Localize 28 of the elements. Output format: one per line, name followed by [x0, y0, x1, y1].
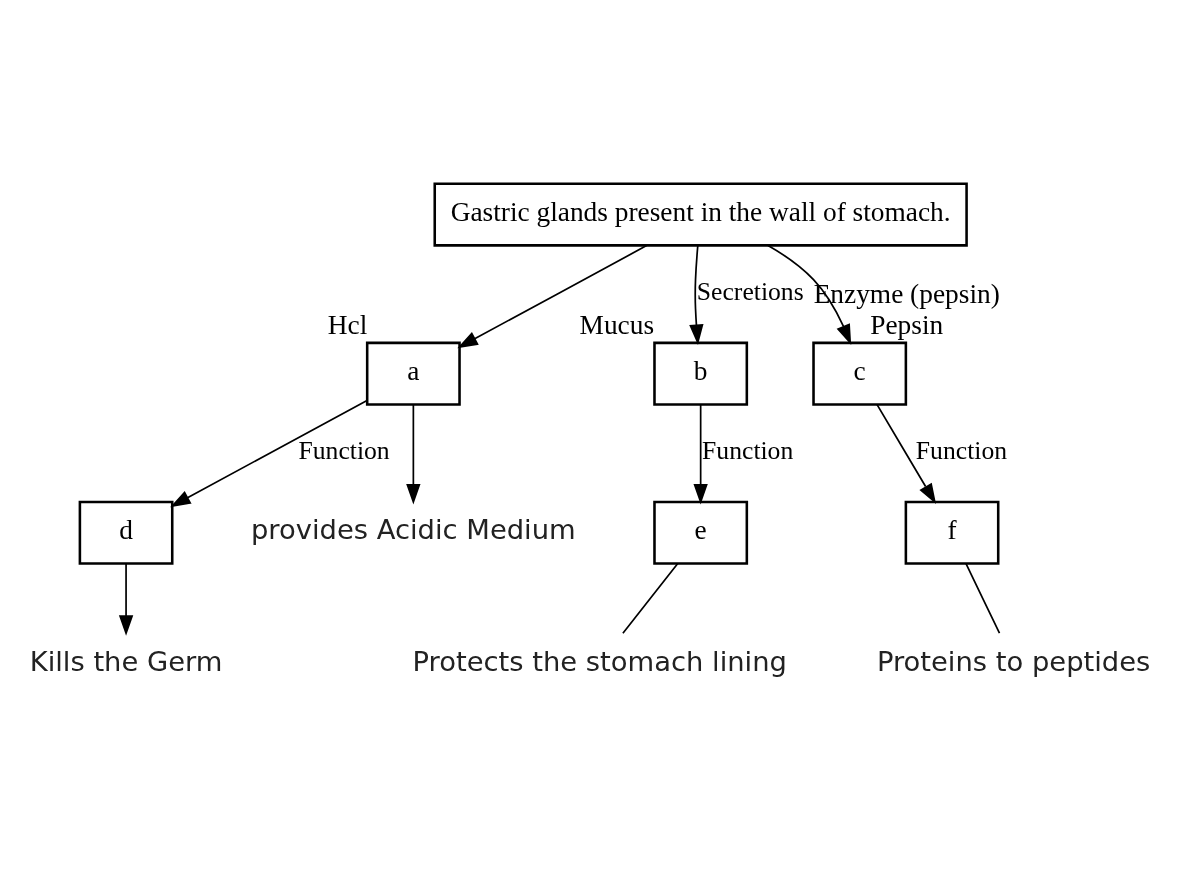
edge-label: Function [915, 435, 1008, 465]
node-text: Kills the Germ [29, 645, 223, 677]
arrow [767, 244, 852, 345]
connector [965, 562, 1001, 634]
node-box: f [904, 500, 1000, 565]
node-label: Mucus [579, 309, 655, 340]
connector [622, 562, 679, 634]
node-box: c [812, 341, 908, 406]
node-text: Proteins to peptides [876, 645, 1151, 677]
edge-label: Function [298, 435, 390, 465]
arrow [170, 399, 368, 507]
node-box: a [365, 341, 461, 406]
node-box: e [653, 500, 749, 565]
edge-label: Function [702, 435, 794, 465]
node-label: Hcl [327, 309, 368, 340]
arrow [457, 244, 648, 348]
arrow [406, 403, 421, 504]
node-label: Pepsin [870, 309, 944, 340]
node-text: provides Acidic Medium [251, 513, 576, 545]
node-box: d [78, 500, 174, 565]
node-box: b [653, 341, 749, 406]
edge-label: Secretions [696, 276, 804, 306]
arrow [118, 562, 134, 636]
arrow [693, 403, 708, 504]
node-text: Protects the stomach lining [412, 645, 787, 677]
arrow [876, 403, 937, 504]
arrow [689, 244, 704, 345]
node-box: Gastric glands present in the wall of stomach. [433, 182, 968, 247]
